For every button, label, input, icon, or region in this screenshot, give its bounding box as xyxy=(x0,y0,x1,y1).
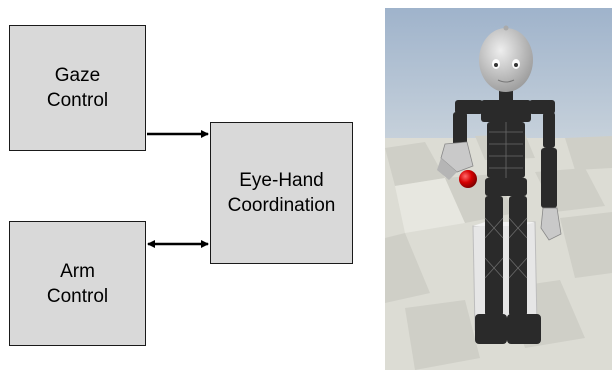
robot-legs xyxy=(475,196,541,344)
gaze-box-line1: Gaze xyxy=(54,65,101,86)
robot-head xyxy=(479,25,533,92)
eye-hand-coordination-box: Eye-Hand Coordination xyxy=(210,122,353,264)
arm-control-box: Arm Control xyxy=(9,221,146,346)
ehc-box-line2: Coordination xyxy=(227,195,336,216)
robot-base-stand xyxy=(472,221,538,331)
red-ball xyxy=(459,170,477,188)
robot-simulation-image xyxy=(385,8,612,370)
robot-left-arm xyxy=(437,100,483,180)
arm-box-line2: Control xyxy=(46,285,109,307)
arm-box-line1: Arm xyxy=(60,260,95,282)
gaze-box-line2: Control xyxy=(46,90,109,111)
robot-torso xyxy=(481,100,531,196)
ehc-box-line1: Eye-Hand xyxy=(239,170,324,191)
gaze-control-box: Gaze Control xyxy=(9,25,146,151)
robot-right-arm xyxy=(529,100,562,241)
